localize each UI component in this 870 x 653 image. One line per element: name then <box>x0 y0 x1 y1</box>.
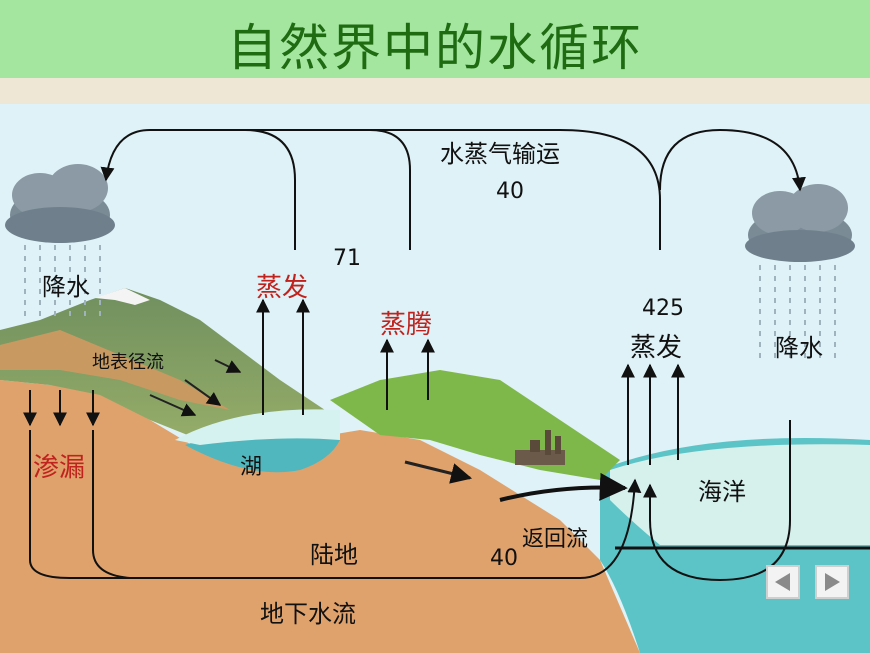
lake-label: 湖 <box>240 455 262 480</box>
return-flow-arrow <box>499 472 628 502</box>
infiltration-label: 渗漏 <box>33 453 85 483</box>
cloud-icon <box>5 164 115 243</box>
ocean-circulation-arrow <box>643 420 791 582</box>
groundwater-label: 地下水流 <box>260 600 356 628</box>
soil <box>0 380 640 653</box>
surface-runoff-label: 地表径流 <box>92 352 164 373</box>
ocean-evaporation-label: 蒸发 <box>630 333 682 363</box>
triangle-right-icon <box>825 573 840 591</box>
precipitation-label: 降水 <box>42 273 90 301</box>
ocean-label: 海洋 <box>698 478 746 506</box>
rain-icon <box>24 245 101 320</box>
rain-icon <box>759 265 836 360</box>
water-cycle-diagram: 降水 降水 水蒸气输运 40 71 蒸发 蒸腾 425 蒸发 地表径流 渗漏 湖… <box>0 104 870 653</box>
lake-evaporation-label: 蒸发 <box>256 273 308 303</box>
factory-icon <box>515 430 565 465</box>
title-bar <box>0 0 870 78</box>
runoff-arrow <box>149 394 197 417</box>
decorative-band <box>0 78 870 104</box>
triangle-left-icon <box>775 573 790 591</box>
vapor-transport-label: 水蒸气输运 <box>440 140 560 168</box>
value-71-label: 71 <box>333 246 361 271</box>
transpiration-label: 蒸腾 <box>380 310 432 340</box>
page-title: 自然界中的水循环 <box>227 19 643 77</box>
next-slide-button[interactable] <box>815 565 849 599</box>
previous-slide-button[interactable] <box>766 565 800 599</box>
precipitation-label: 降水 <box>775 334 823 362</box>
cloud-icon <box>745 184 855 262</box>
vapor-transport-value: 40 <box>496 179 524 204</box>
groundwater-flow-arrow <box>29 430 642 579</box>
mountain-left <box>0 288 340 455</box>
return-flow-value: 40 <box>490 546 518 571</box>
land-label: 陆地 <box>310 541 358 569</box>
return-flow-label: 返回流 <box>522 527 588 552</box>
ocean-evaporation-value: 425 <box>642 296 684 321</box>
